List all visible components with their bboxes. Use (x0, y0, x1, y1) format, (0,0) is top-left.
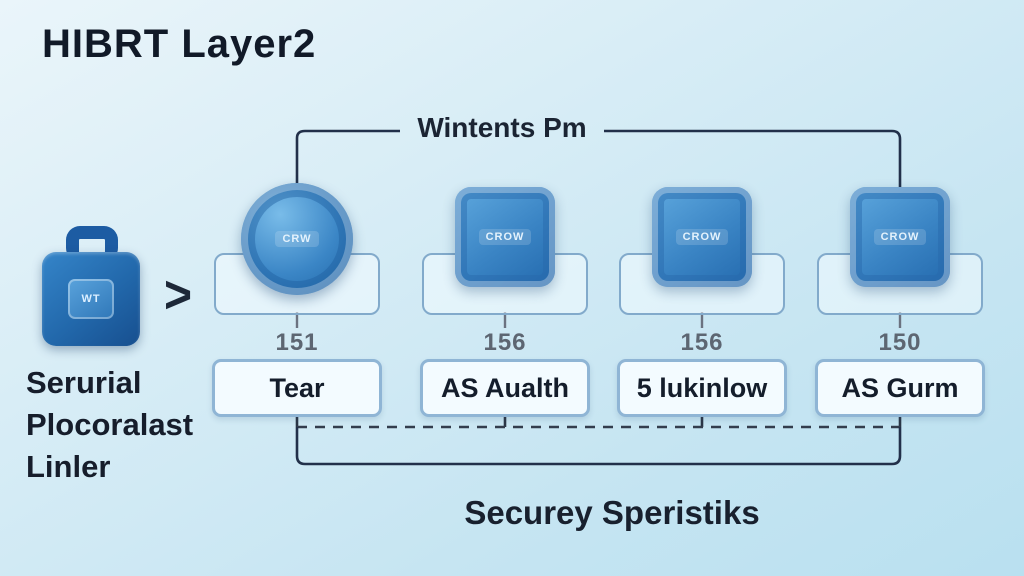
left-caption: Serurial Plocoralast Linler (26, 362, 236, 488)
node-label-box: 5 lukinlow (617, 359, 787, 417)
node-number: 150 (878, 329, 922, 356)
square-node-icon: CROW (850, 187, 950, 287)
bottom-group-label: Securey Speristiks (464, 494, 760, 531)
node-column-4: CROW 150 AS Gurm (815, 183, 985, 423)
node-column-3: CROW 156 5 lukinlow (617, 183, 787, 423)
node-label-box: AS Aualth (420, 359, 590, 417)
node-number: 156 (680, 329, 724, 356)
node-icon-label: CROW (478, 229, 532, 245)
top-group-label: Wintents Pm (417, 112, 587, 143)
left-caption-line-3: Linler (26, 448, 111, 484)
node-number: 156 (483, 329, 527, 356)
node-icon-label: CRW (275, 231, 319, 247)
node-icon-label: CROW (675, 229, 729, 245)
square-node-icon: CROW (652, 187, 752, 287)
circle-node-icon: CRW (241, 183, 353, 295)
node-number: 151 (275, 329, 319, 356)
node-label-box: Tear (212, 359, 382, 417)
left-caption-line-1: Serurial (26, 365, 142, 400)
node-column-1: CRW 151 Tear (212, 183, 382, 423)
node-column-2: CROW 156 AS Aualth (420, 183, 590, 423)
left-caption-line-2: Plocoralast (26, 406, 194, 442)
node-icon-label: CROW (873, 229, 927, 245)
bottom-bracket (295, 427, 902, 466)
chevron-right-icon: > (164, 266, 193, 325)
page-title: HIBRT Layer2 (42, 22, 317, 66)
square-node-icon: CROW (455, 187, 555, 287)
top-connector-left (295, 129, 400, 190)
briefcase-plate-icon: WT (68, 279, 114, 319)
briefcase-icon: WT (42, 252, 140, 346)
node-label-box: AS Gurm (815, 359, 985, 417)
